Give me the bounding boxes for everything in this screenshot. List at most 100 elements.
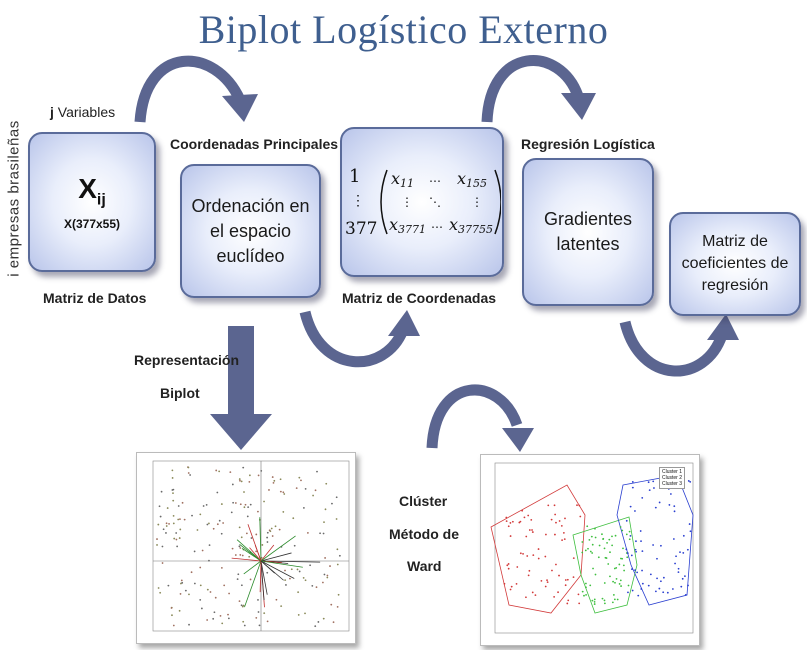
biplot-point <box>237 573 240 576</box>
cluster-point <box>567 599 570 602</box>
biplot-point <box>279 478 282 481</box>
cluster-point <box>637 594 640 597</box>
biplot-point <box>212 617 215 620</box>
biplot-point <box>220 532 223 535</box>
cluster-point <box>658 587 661 590</box>
cluster-point <box>540 579 543 582</box>
ordination-text: Ordenación en el espacio euclídeo <box>191 195 310 266</box>
biplot-point <box>171 614 173 617</box>
data-matrix-box: Xij X(377x55) <box>28 132 156 272</box>
biplot-point <box>271 476 274 478</box>
biplot-point <box>260 469 263 472</box>
biplot-point <box>221 622 224 625</box>
biplot-point <box>238 526 241 529</box>
cluster-point <box>615 578 618 580</box>
cluster-point <box>656 577 658 580</box>
cluster-point <box>527 514 530 517</box>
biplot-point <box>314 489 317 492</box>
biplot-point <box>223 584 226 587</box>
cluster-point <box>554 513 557 516</box>
biplot-point <box>300 479 302 482</box>
biplot-point <box>179 518 181 521</box>
biplot-point <box>270 527 273 530</box>
biplot-vector <box>249 547 262 562</box>
cluster-point <box>516 566 519 568</box>
cluster-point <box>606 541 608 544</box>
biplot-point <box>165 522 168 525</box>
biplot-point <box>243 491 245 493</box>
cluster-point <box>584 549 587 552</box>
biplot-point <box>304 487 307 490</box>
cluster-point <box>647 584 650 587</box>
biplot-point <box>199 513 202 516</box>
cluster-point <box>594 536 597 539</box>
biplot-vector <box>243 560 262 575</box>
cluster-point <box>550 518 553 521</box>
cluster-point <box>592 567 594 570</box>
biplot-point <box>255 616 258 619</box>
cluster-point <box>537 557 540 560</box>
cluster-point <box>572 576 575 579</box>
cluster-point <box>686 548 689 551</box>
cluster-point <box>604 556 607 559</box>
cluster-point <box>662 576 665 579</box>
biplot-point <box>181 581 184 584</box>
cluster-point <box>601 597 604 600</box>
cluster-point <box>647 481 650 484</box>
ward-label: Ward <box>407 558 442 574</box>
biplot-point <box>272 482 275 484</box>
biplot-point <box>255 550 258 553</box>
cluster-point <box>509 535 512 537</box>
biplot-point <box>322 532 325 535</box>
biplot-point <box>309 564 312 567</box>
cluster-point <box>586 525 589 528</box>
biplot-point <box>240 584 243 587</box>
cluster-point <box>619 579 622 582</box>
cluster-point <box>532 554 535 557</box>
biplot-point <box>302 506 305 509</box>
biplot-point <box>179 528 182 531</box>
cluster-point <box>566 602 569 605</box>
cluster-point <box>688 523 691 525</box>
cluster-point <box>555 521 557 524</box>
biplot-point <box>248 474 251 477</box>
biplot-point <box>160 490 163 493</box>
curved-arrow-2-head <box>388 310 420 336</box>
biplot-point <box>242 604 245 607</box>
cluster-point <box>576 504 578 507</box>
cluster-point <box>607 563 610 565</box>
biplot-point <box>219 614 222 617</box>
biplot-point <box>170 607 173 609</box>
cluster-point <box>640 588 643 590</box>
cluster-point <box>534 594 537 597</box>
biplot-point <box>246 515 249 518</box>
svg-text:…: … <box>431 217 443 231</box>
coefficients-matrix-text: Matriz de coeficientes de regresión <box>681 233 789 294</box>
cluster-point <box>528 529 531 531</box>
curved-arrow-5 <box>426 384 523 449</box>
cluster-point <box>631 486 634 489</box>
curved-arrow-3-head <box>561 93 596 120</box>
svg-text:x155: x155 <box>457 169 487 190</box>
cluster-point <box>554 533 556 536</box>
biplot-point <box>218 470 221 473</box>
cluster-point <box>564 584 567 587</box>
cluster-point <box>626 552 629 554</box>
biplot-point <box>243 624 246 627</box>
cluster-point <box>687 584 689 587</box>
biplot-point <box>282 491 285 494</box>
cluster-point <box>625 519 628 522</box>
matriz-de-coordenadas-label: Matriz de Coordenadas <box>342 290 497 306</box>
biplot-point <box>284 569 286 572</box>
cluster-point <box>634 548 637 551</box>
biplot-point <box>171 477 174 479</box>
biplot-point <box>293 544 296 547</box>
cluster-point <box>527 574 530 577</box>
ordination-box: Ordenación en el espacio euclídeo <box>180 164 321 298</box>
biplot-point <box>245 532 248 535</box>
biplot-point <box>191 514 193 517</box>
biplot-point <box>172 624 175 627</box>
biplot-point <box>275 598 278 601</box>
cluster-point <box>603 602 606 605</box>
cluster-point <box>639 530 642 532</box>
